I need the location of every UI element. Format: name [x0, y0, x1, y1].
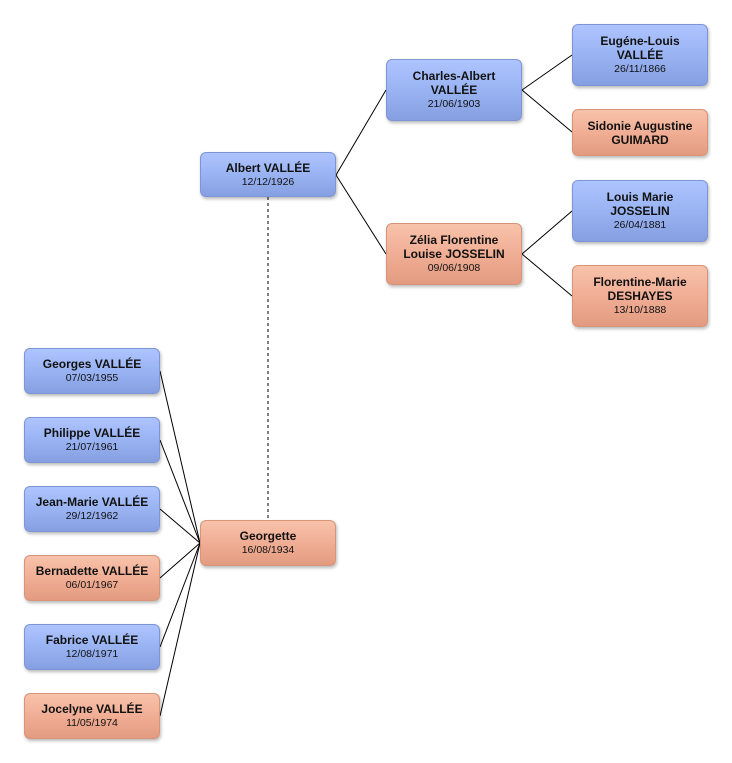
person-date: 12/12/1926 [241, 175, 295, 188]
person-florentine-marie-deshayes[interactable]: Florentine-Marie DESHAYES 13/10/1888 [572, 265, 708, 327]
person-name-line1: Charles-Albert [412, 69, 496, 83]
person-date: 07/03/1955 [65, 372, 119, 384]
link-zelia-louis [521, 210, 573, 255]
person-georgette[interactable]: Georgette 16/08/1934 [200, 520, 336, 566]
person-name-line1: Zélia Florentine [409, 233, 499, 247]
person-date: 26/04/1881 [613, 219, 667, 231]
person-date: 13/10/1888 [613, 304, 667, 316]
person-date: 11/05/1974 [66, 717, 118, 729]
link-albert-charles [335, 89, 387, 176]
link-charles-eugene [521, 54, 573, 91]
person-name-line1: Florentine-Marie [593, 275, 687, 289]
person-louis-marie-josselin[interactable]: Louis Marie JOSSELIN 26/04/1881 [572, 180, 708, 242]
person-name-line1: Louis Marie [606, 190, 674, 204]
child-jean-marie-vallee[interactable]: Jean-Marie VALLÉE 29/12/1962 [24, 486, 160, 532]
person-sidonie-guimard[interactable]: Sidonie Augustine GUIMARD [572, 109, 708, 156]
person-name: Fabrice VALLÉE [45, 633, 139, 647]
link-albert-zelia [335, 174, 387, 255]
person-name: Georges VALLÉE [42, 357, 142, 371]
person-date: 09/06/1908 [427, 262, 481, 274]
link-georgette-child-1 [159, 370, 201, 544]
person-name-line1: Sidonie Augustine [587, 118, 693, 133]
person-name: Jean-Marie VALLÉE [35, 495, 149, 509]
link-georgette-child-3 [159, 508, 201, 544]
person-name-line2: GUIMARD [611, 132, 669, 147]
person-name: Georgette [239, 529, 297, 543]
link-zelia-florentine [521, 253, 573, 297]
link-georgette-child-2 [159, 439, 201, 544]
child-fabrice-vallee[interactable]: Fabrice VALLÉE 12/08/1971 [24, 624, 160, 670]
person-name: Albert VALLÉE [225, 160, 311, 175]
person-date: 16/08/1934 [241, 544, 295, 556]
person-name: Jocelyne VALLÉE [41, 702, 143, 716]
person-albert-vallee[interactable]: Albert VALLÉE 12/12/1926 [200, 152, 336, 197]
person-date: 21/07/1961 [65, 441, 119, 453]
person-name-line2: VALLÉE [430, 83, 478, 97]
person-eugene-louis-vallee[interactable]: Eugéne-Louis VALLÉE 26/11/1866 [572, 24, 708, 86]
link-georgette-child-4 [159, 542, 201, 579]
person-zelia-josselin[interactable]: Zélia Florentine Louise JOSSELIN 09/06/1… [386, 223, 522, 285]
person-name: Philippe VALLÉE [43, 426, 141, 440]
person-date: 29/12/1962 [65, 510, 119, 522]
person-name-line2: DESHAYES [607, 289, 673, 303]
person-name-line2: VALLÉE [616, 48, 664, 62]
person-name-line2: JOSSELIN [610, 204, 670, 218]
child-bernadette-vallee[interactable]: Bernadette VALLÉE 06/01/1967 [24, 555, 160, 601]
person-date: 12/08/1971 [65, 648, 119, 660]
person-date: 21/06/1903 [427, 98, 481, 110]
person-date: 26/11/1866 [614, 63, 666, 75]
person-date: 06/01/1967 [65, 579, 119, 591]
person-name-line2: Louise JOSSELIN [403, 247, 505, 261]
link-georgette-child-6 [159, 542, 201, 717]
child-georges-vallee[interactable]: Georges VALLÉE 07/03/1955 [24, 348, 160, 394]
link-georgette-child-5 [159, 542, 201, 648]
person-name: Bernadette VALLÉE [35, 564, 149, 578]
child-philippe-vallee[interactable]: Philippe VALLÉE 21/07/1961 [24, 417, 160, 463]
person-name-line1: Eugéne-Louis [600, 34, 680, 48]
person-charles-albert-vallee[interactable]: Charles-Albert VALLÉE 21/06/1903 [386, 59, 522, 121]
link-charles-sidonie [521, 89, 573, 133]
child-jocelyne-vallee[interactable]: Jocelyne VALLÉE 11/05/1974 [24, 693, 160, 739]
